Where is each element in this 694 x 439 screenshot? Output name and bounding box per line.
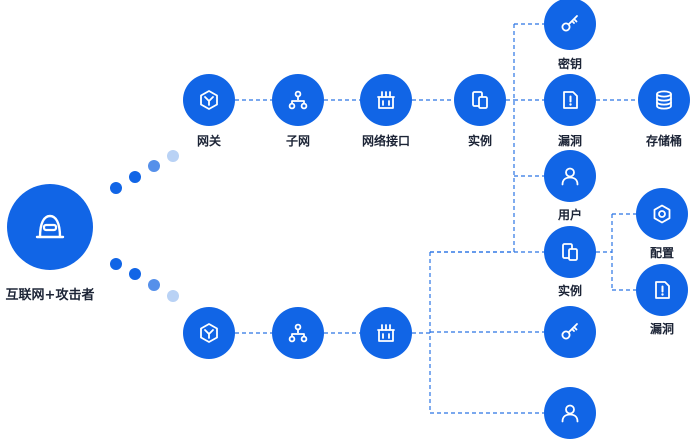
key-icon	[561, 15, 578, 32]
user2-node[interactable]	[544, 387, 596, 439]
path-dot	[148, 279, 160, 291]
vulnerability-label: 漏洞	[557, 134, 583, 148]
path-dot	[110, 182, 122, 194]
gateway-label: 网关	[196, 134, 222, 148]
instance-icon	[472, 91, 488, 109]
path-dot	[148, 160, 160, 172]
alert-document-icon	[655, 281, 670, 299]
path-dot	[110, 258, 122, 270]
instance2-node[interactable]	[544, 226, 596, 278]
nic-node[interactable]	[360, 74, 412, 126]
subnet-node[interactable]	[272, 74, 324, 126]
nic2-node[interactable]	[360, 307, 412, 359]
vulnerability2-node[interactable]	[636, 264, 688, 316]
gateway-icon	[200, 90, 218, 110]
config-label: 配置	[649, 246, 675, 260]
nic-label: 网络接口	[361, 134, 411, 148]
gateway2-node[interactable]	[183, 307, 235, 359]
settings-hex-icon	[653, 204, 671, 224]
user-icon	[561, 167, 579, 186]
instance2-label: 实例	[557, 284, 583, 298]
subnet2-node[interactable]	[272, 307, 324, 359]
hacker-icon	[35, 214, 65, 239]
user-icon	[561, 404, 579, 423]
config-node[interactable]	[636, 188, 688, 240]
network-port-icon	[377, 324, 395, 342]
instance-label: 实例	[467, 134, 493, 148]
key-node[interactable]	[544, 0, 596, 50]
subnet-label: 子网	[285, 134, 311, 148]
network-tree-icon	[288, 90, 308, 110]
bucket-node[interactable]	[638, 74, 690, 126]
attacker-node[interactable]	[7, 184, 93, 270]
attacker-label: 互联网+攻击者	[5, 288, 95, 303]
network-tree-icon	[288, 323, 308, 343]
path-dot	[129, 171, 141, 183]
instance-icon	[562, 243, 578, 261]
key-icon	[561, 323, 578, 340]
vulnerability2-label: 漏洞	[649, 322, 675, 336]
user-label: 用户	[557, 208, 583, 222]
user-node[interactable]	[544, 150, 596, 202]
gateway-icon	[200, 323, 218, 343]
vulnerability-node[interactable]	[544, 74, 596, 126]
instance-node[interactable]	[454, 74, 506, 126]
path-dot	[167, 290, 179, 302]
database-icon	[656, 90, 672, 110]
key-label: 密钥	[557, 57, 583, 71]
network-port-icon	[377, 91, 395, 109]
key2-node[interactable]	[544, 306, 596, 358]
gateway-node[interactable]	[183, 74, 235, 126]
alert-document-icon	[563, 91, 578, 109]
path-dot	[129, 268, 141, 280]
bucket-label: 存储桶	[645, 134, 683, 148]
path-dot	[167, 150, 179, 162]
